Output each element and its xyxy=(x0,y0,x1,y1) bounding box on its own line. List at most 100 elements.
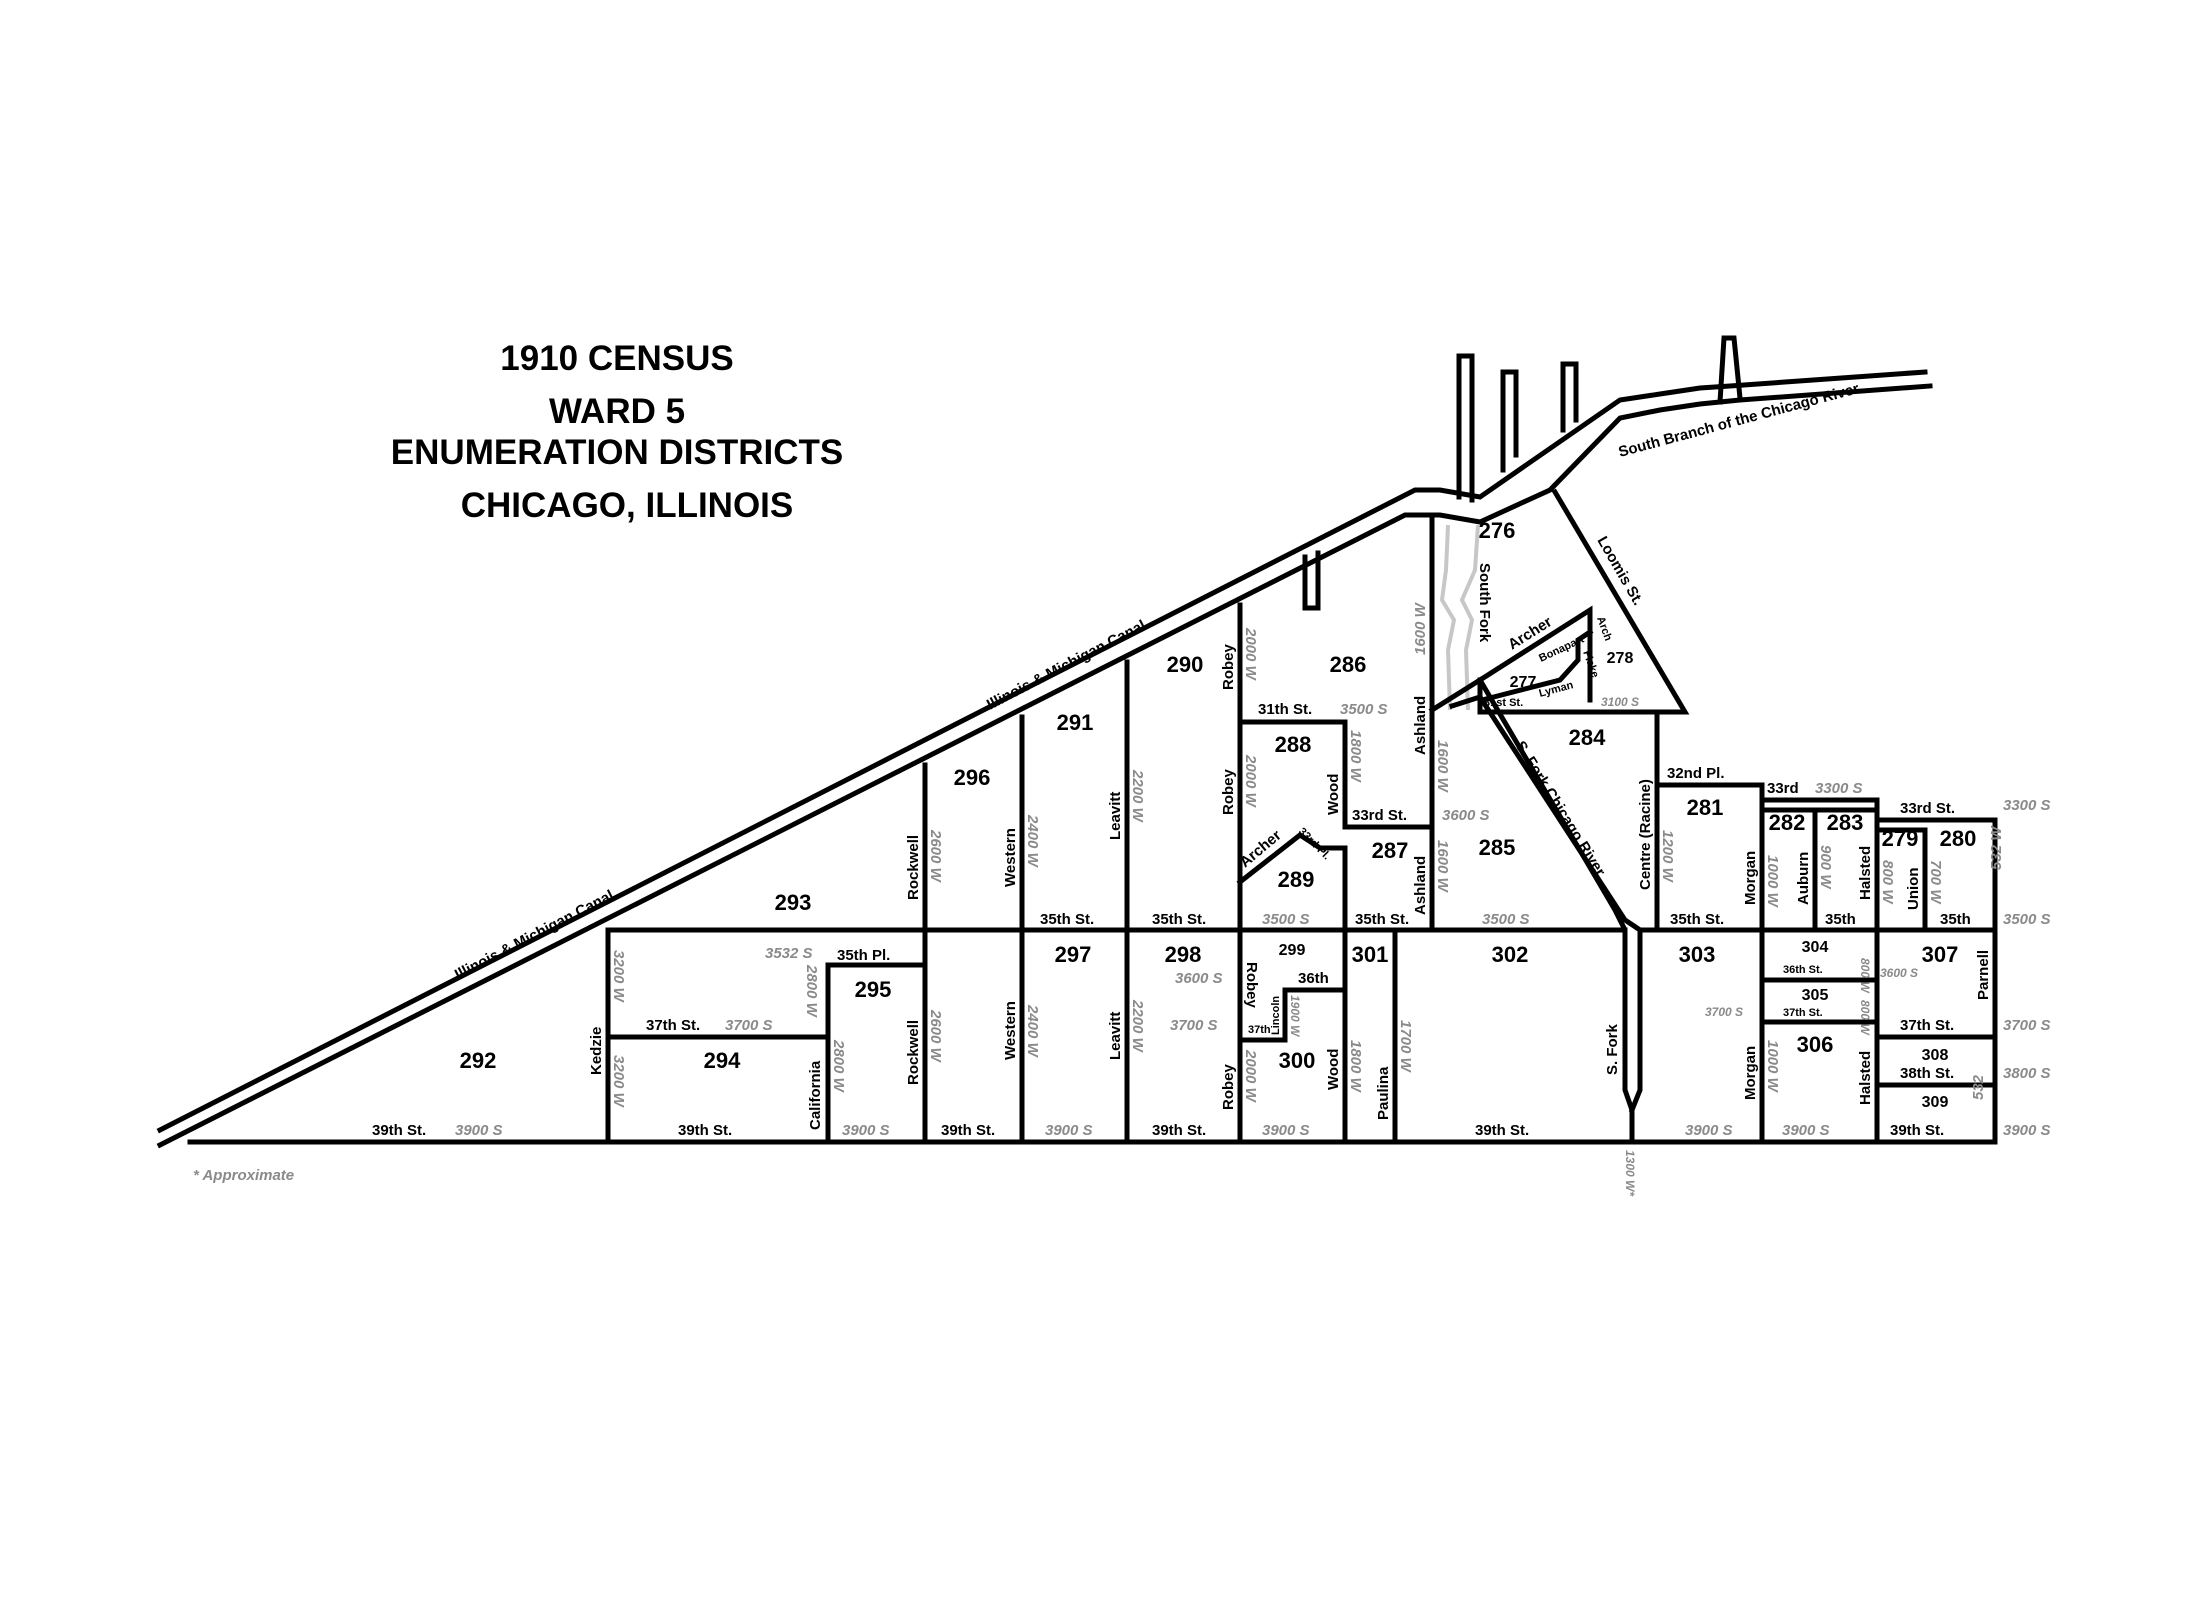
addr-3200w-a: 3200 W xyxy=(610,950,627,1004)
boundary-archer-289 xyxy=(1236,831,1348,933)
canal-top-line xyxy=(156,369,1928,1134)
street-robey-d: Robey xyxy=(1220,1064,1237,1111)
addr-1900w: 1900 W xyxy=(1288,995,1302,1038)
south-fork-diag-label: S. Fork Chicago River xyxy=(1512,738,1609,879)
addr-3500-a: 3500 S xyxy=(1262,911,1310,928)
addr-3500-c: 3500 S xyxy=(2003,911,2051,928)
addr-2800w-a: 2800 W xyxy=(803,964,820,1019)
street-39th-d: 39th St. xyxy=(1152,1122,1206,1139)
addr-3700-d: 3700 S xyxy=(2003,1017,2051,1034)
addr-1600w-a: 1600 W xyxy=(1412,601,1429,655)
street-halsted-b: Halsted xyxy=(1857,1051,1874,1105)
street-31st-b: 31st St. xyxy=(1484,697,1523,709)
addr-3900-a: 3900 S xyxy=(455,1122,503,1139)
district-287: 287 xyxy=(1372,838,1409,863)
addr-3700-c: 3700 S xyxy=(1705,1005,1743,1019)
street-leavitt-b: Leavitt xyxy=(1107,1012,1124,1060)
canal-and-river xyxy=(156,335,1933,1149)
waterway-labels: Illinois & Michigan Canal Illinois & Mic… xyxy=(452,380,1861,1075)
street-morgan-b: Morgan xyxy=(1742,1046,1759,1100)
canal-label-lower: Illinois & Michigan Canal xyxy=(452,887,617,984)
addr-1700w: 1700 W xyxy=(1397,1020,1414,1074)
district-298: 298 xyxy=(1165,942,1202,967)
street-39th-f: 39th St. xyxy=(1890,1122,1944,1139)
street-36th-b: 36th St. xyxy=(1783,964,1823,976)
addr-3900-f: 3900 S xyxy=(1782,1122,1830,1139)
south-fork-grey-right xyxy=(1459,524,1480,711)
title-line-1: 1910 CENSUS xyxy=(500,339,733,378)
street-38th: 38th St. xyxy=(1900,1065,1954,1082)
district-279: 279 xyxy=(1882,826,1919,851)
district-303: 303 xyxy=(1679,942,1716,967)
addr-532w-b: 532 xyxy=(1970,1074,1987,1100)
street-35th-f: 35th xyxy=(1940,911,1971,928)
street-37th-b: 37th xyxy=(1248,1024,1271,1036)
street-leavitt-a: Leavitt xyxy=(1107,792,1124,840)
district-276: 276 xyxy=(1479,518,1516,543)
district-295: 295 xyxy=(855,977,892,1002)
district-302: 302 xyxy=(1492,942,1529,967)
slip-1 xyxy=(1456,353,1475,503)
street-37th-d: 37th St. xyxy=(1900,1017,1954,1034)
district-289: 289 xyxy=(1278,867,1315,892)
district-292: 292 xyxy=(460,1048,497,1073)
district-297: 297 xyxy=(1055,942,1092,967)
district-288: 288 xyxy=(1275,732,1312,757)
district-labels: 276 277 278 279 280 281 282 283 284 285 … xyxy=(460,518,1977,1111)
south-fork-label: South Fork xyxy=(1476,563,1493,643)
south-fork-grey-left xyxy=(1439,524,1457,711)
addr-3532: 3532 S xyxy=(765,945,813,962)
street-wood-a: Wood xyxy=(1325,774,1342,815)
street-robey-a: Robey xyxy=(1220,644,1237,691)
addr-1600w-b: 1600 W xyxy=(1434,740,1451,794)
address-labels-horizontal: 3900 S 3900 S 3900 S 3900 S 3900 S 3900 … xyxy=(455,695,2051,1139)
district-282: 282 xyxy=(1769,810,1806,835)
district-308: 308 xyxy=(1922,1047,1949,1064)
street-robey-b: Robey xyxy=(1220,769,1237,816)
street-labels-horizontal: 39th St. 39th St. 39th St. 39th St. 39th… xyxy=(372,697,1971,1139)
boundary-river-east xyxy=(1448,694,1643,1114)
boundary-archer-277 xyxy=(1476,605,1593,703)
street-31st-a: 31th St. xyxy=(1258,701,1312,718)
addr-3800: 3800 S xyxy=(2003,1065,2051,1082)
district-299: 299 xyxy=(1279,942,1306,959)
street-lincoln: Lincoln xyxy=(1270,996,1282,1035)
addr-1000w-b: 1000 W xyxy=(1764,1040,1781,1094)
street-ashland-b: Ashland xyxy=(1412,856,1429,915)
street-centre: Centre (Racine) xyxy=(1637,779,1654,890)
addr-3600-c: 3600 S xyxy=(1880,966,1918,980)
street-37th-c: 37th St. xyxy=(1783,1007,1823,1019)
street-paulina: Paulina xyxy=(1375,1066,1392,1120)
street-halsted-a: Halsted xyxy=(1857,846,1874,900)
addr-1800w-a: 1800 W xyxy=(1347,730,1364,784)
district-306: 306 xyxy=(1797,1032,1834,1057)
map-title: 1910 CENSUS WARD 5 ENUMERATION DISTRICTS… xyxy=(391,339,843,525)
street-32nd-pl: 32nd Pl. xyxy=(1667,765,1725,782)
street-morgan-a: Morgan xyxy=(1742,851,1759,905)
district-284: 284 xyxy=(1569,725,1606,750)
street-33rd-a: 33rd St. xyxy=(1352,807,1407,824)
district-280: 280 xyxy=(1940,826,1977,851)
street-35th-b: 35th St. xyxy=(1152,911,1206,928)
street-kedzie: Kedzie xyxy=(588,1027,605,1075)
addr-3900-g: 3900 S xyxy=(2003,1122,2051,1139)
addr-2400w-b: 2400 W xyxy=(1024,1004,1041,1059)
slip-3 xyxy=(1560,361,1579,433)
approximate-note: * Approximate xyxy=(193,1167,294,1184)
addr-2000w-a: 2000 W xyxy=(1242,627,1259,682)
district-304: 304 xyxy=(1802,939,1829,956)
addr-2600w-b: 2600 W xyxy=(927,1009,944,1064)
title-line-3: ENUMERATION DISTRICTS xyxy=(391,433,843,472)
addr-1000w-a: 1000 W xyxy=(1764,855,1781,909)
addr-3900-e: 3900 S xyxy=(1685,1122,1733,1139)
street-fiske: Fiske xyxy=(1580,649,1601,680)
addr-2200w-a: 2200 W xyxy=(1129,769,1146,824)
street-parnell: Parnell xyxy=(1975,950,1992,1000)
district-294: 294 xyxy=(704,1048,741,1073)
addr-3300-b: 3300 S xyxy=(2003,797,2051,814)
district-293: 293 xyxy=(775,890,812,915)
addr-2400w-a: 2400 W xyxy=(1024,814,1041,869)
address-labels-vertical: 3200 W 3200 W 2800 W 2800 W 2600 W 2600 … xyxy=(610,601,2005,1197)
district-285: 285 xyxy=(1479,835,1516,860)
